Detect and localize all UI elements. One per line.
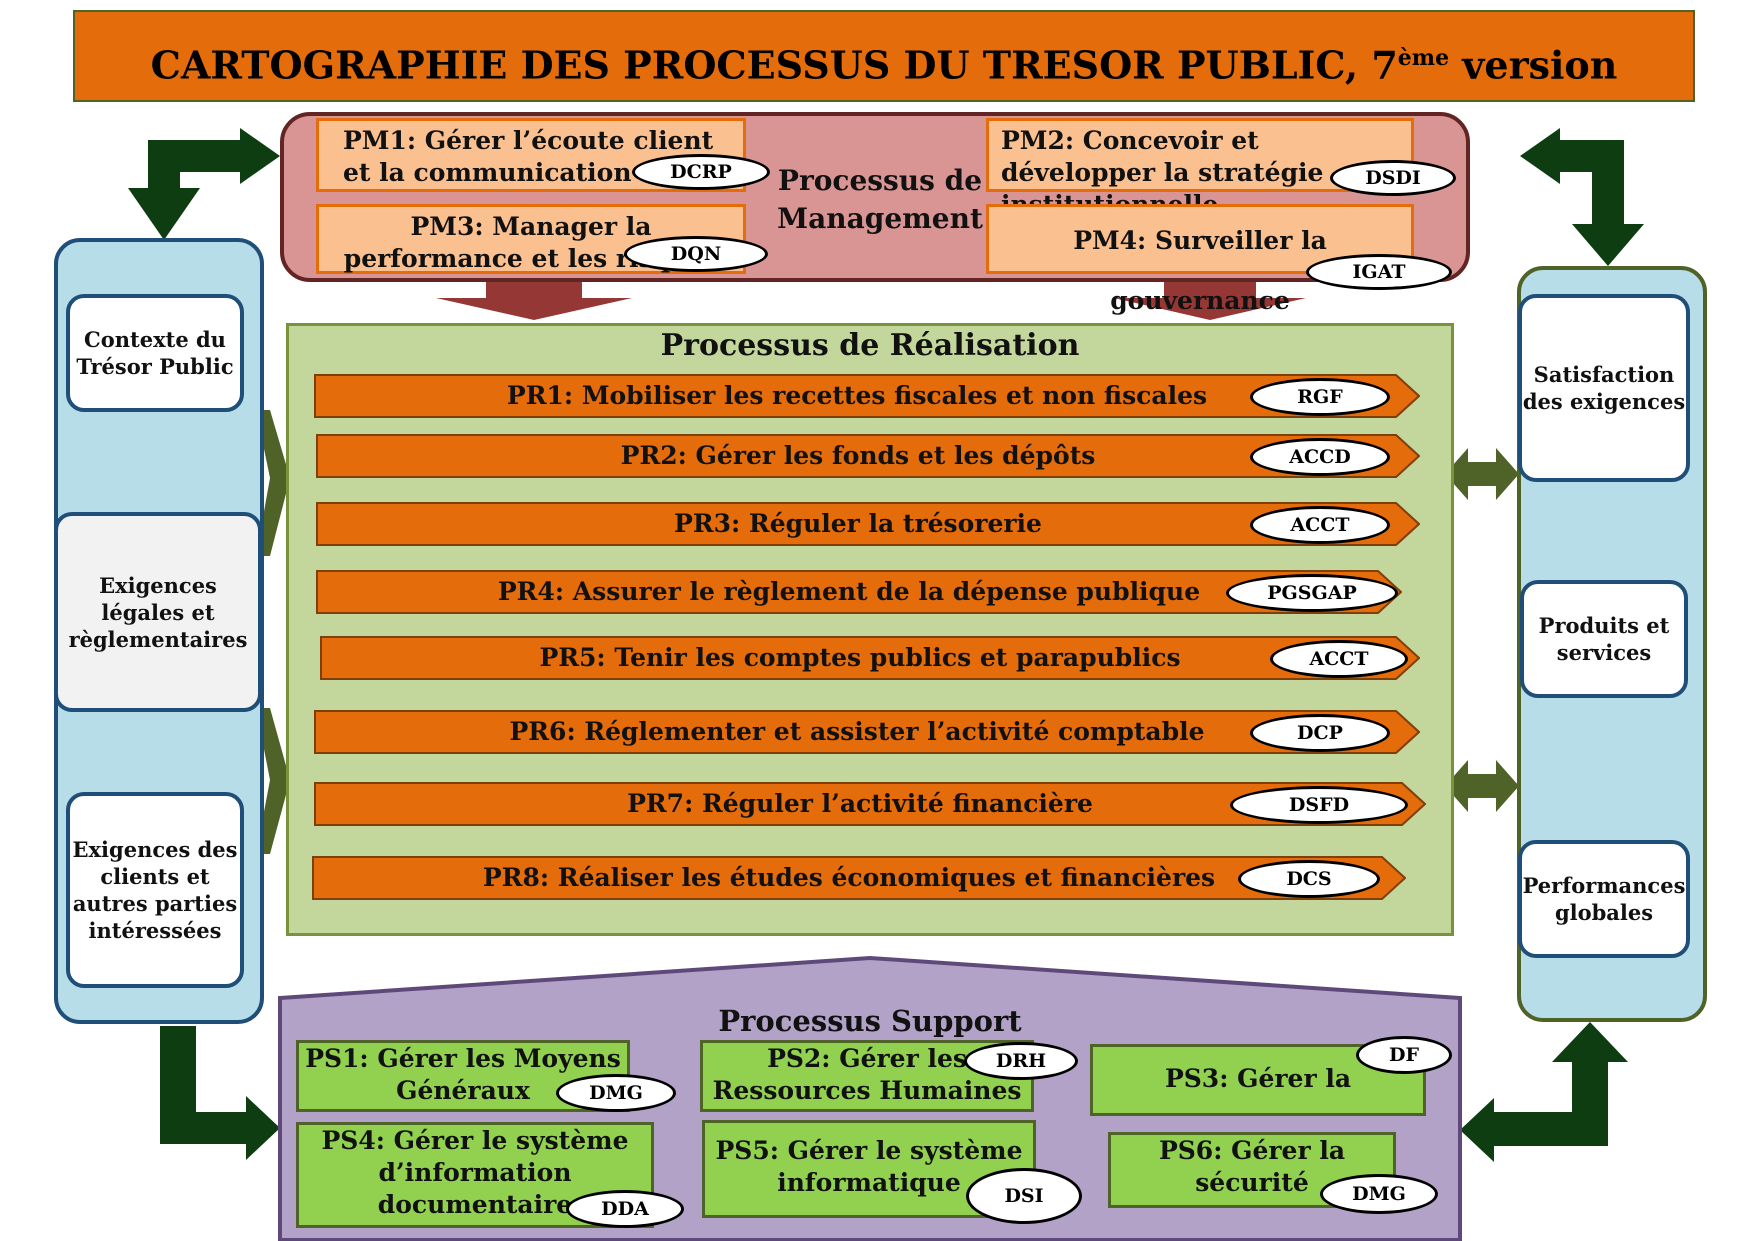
top-right-elbow-arrow xyxy=(1520,128,1644,266)
mgmt-down-arrow-right xyxy=(1114,282,1306,320)
pm3-owner-oval: DQN xyxy=(624,236,768,272)
management-label: Processus de Management xyxy=(777,164,983,235)
ps4-owner-oval: DDA xyxy=(566,1190,684,1228)
pr3-label: PR3: Réguler la trésorerie xyxy=(674,509,1042,538)
realisation-label: Processus de Réalisation xyxy=(660,328,1080,363)
pr8-owner-oval: DCS xyxy=(1238,860,1380,898)
top-left-elbow-arrow xyxy=(128,128,280,240)
pr7-owner-oval: DSFD xyxy=(1230,786,1408,824)
support-label: Processus Support xyxy=(718,1004,1022,1038)
pr1-owner-oval: RGF xyxy=(1250,378,1390,416)
pr1-label: PR1: Mobiliser les recettes fiscales et … xyxy=(506,381,1208,410)
pm2-owner-oval: DSDI xyxy=(1330,160,1456,196)
ps6-owner-oval: DMG xyxy=(1320,1174,1438,1214)
output-global-performance: Performances globales xyxy=(1518,840,1690,958)
pr2-label: PR2: Gérer les fonds et les dépôts xyxy=(620,441,1096,470)
pr4-label: PR4: Assurer le règlement de la dépense … xyxy=(497,577,1201,606)
bottom-left-elbow-arrow xyxy=(160,1026,280,1160)
pr8-label: PR8: Réaliser les études économiques et … xyxy=(482,863,1216,892)
pr2-arrow: PR2: Gérer les fonds et les dépôts xyxy=(316,434,1420,478)
pr5-label: PR5: Tenir les comptes publics et parapu… xyxy=(539,643,1181,672)
pr5-arrow: PR5: Tenir les comptes publics et parapu… xyxy=(320,636,1420,680)
pr3-owner-oval: ACCT xyxy=(1250,506,1390,544)
pr6-arrow: PR6: Réglementer et assister l’activité … xyxy=(314,710,1420,754)
pr6-owner-oval: DCP xyxy=(1250,714,1390,752)
input-legal-requirements: Exigences légales et règlementaires xyxy=(54,512,262,712)
ps2-box: PS2: Gérer les Ressources Humaines xyxy=(700,1040,1034,1112)
input-chevron-lower xyxy=(256,708,290,854)
pr6-label: PR6: Réglementer et assister l’activité … xyxy=(509,717,1205,746)
output-products-services: Produits et services xyxy=(1520,580,1688,698)
input-chevron-upper xyxy=(256,410,290,556)
pm1-owner-oval: DCRP xyxy=(632,154,770,190)
pr2-owner-oval: ACCD xyxy=(1250,438,1390,476)
pm4-owner-oval: IGAT xyxy=(1306,254,1452,290)
pr4-owner-oval: PGSGAP xyxy=(1226,574,1398,612)
output-satisfaction: Satisfaction des exigences xyxy=(1518,294,1690,482)
input-context: Contexte du Trésor Public xyxy=(66,294,244,412)
input-client-requirements: Exigences des clients et autres parties … xyxy=(66,792,244,988)
pr4-arrow: PR4: Assurer le règlement de la dépense … xyxy=(316,570,1402,614)
double-arrow-lower xyxy=(1445,760,1519,812)
pr1-arrow: PR1: Mobiliser les recettes fiscales et … xyxy=(314,374,1420,418)
diagram-title: CARTOGRAPHIE DES PROCESSUS DU TRESOR PUB… xyxy=(73,10,1695,102)
double-arrow-upper xyxy=(1445,448,1519,500)
ps2-owner-oval: DRH xyxy=(964,1042,1078,1080)
bottom-right-elbow-arrow xyxy=(1460,1022,1628,1162)
ps1-owner-oval: DMG xyxy=(556,1074,676,1112)
ps3-owner-oval: DF xyxy=(1356,1036,1452,1074)
pr5-owner-oval: ACCT xyxy=(1270,640,1408,678)
realisation-process-group xyxy=(286,323,1454,936)
ps5-owner-oval: DSI xyxy=(966,1168,1082,1224)
pr7-label: PR7: Réguler l’activité financière xyxy=(627,789,1093,818)
pr8-arrow: PR8: Réaliser les études économiques et … xyxy=(312,856,1406,900)
mgmt-down-arrow-left xyxy=(436,282,632,320)
pr3-arrow: PR3: Réguler la trésorerie xyxy=(316,502,1420,546)
pr7-arrow: PR7: Réguler l’activité financière xyxy=(314,782,1426,826)
